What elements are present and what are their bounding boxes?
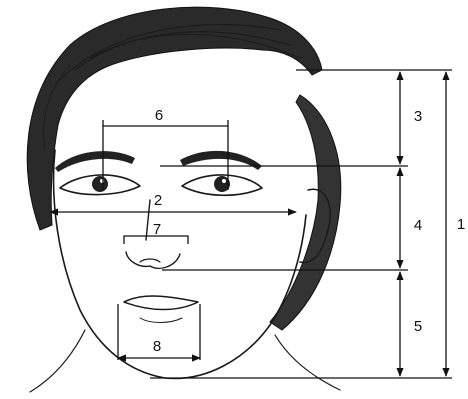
measurements: 6 2 7 8 3 4 5 1 [50, 70, 465, 378]
label-nose-width: 7 [153, 221, 161, 238]
mouth [124, 296, 198, 310]
label-face-width: 2 [154, 192, 162, 209]
label-forehead-height: 3 [414, 108, 422, 125]
face-sketch [27, 7, 341, 392]
label-brow-span: 6 [155, 107, 163, 124]
hair [27, 7, 322, 230]
label-mid-face-height: 4 [414, 217, 422, 234]
face-outline [54, 150, 306, 378]
label-full-face-height: 1 [457, 216, 465, 233]
label-mouth-width: 8 [153, 338, 161, 355]
left-eyebrow [55, 151, 135, 172]
label-lower-face-height: 5 [414, 318, 422, 335]
right-eyebrow [180, 151, 262, 170]
